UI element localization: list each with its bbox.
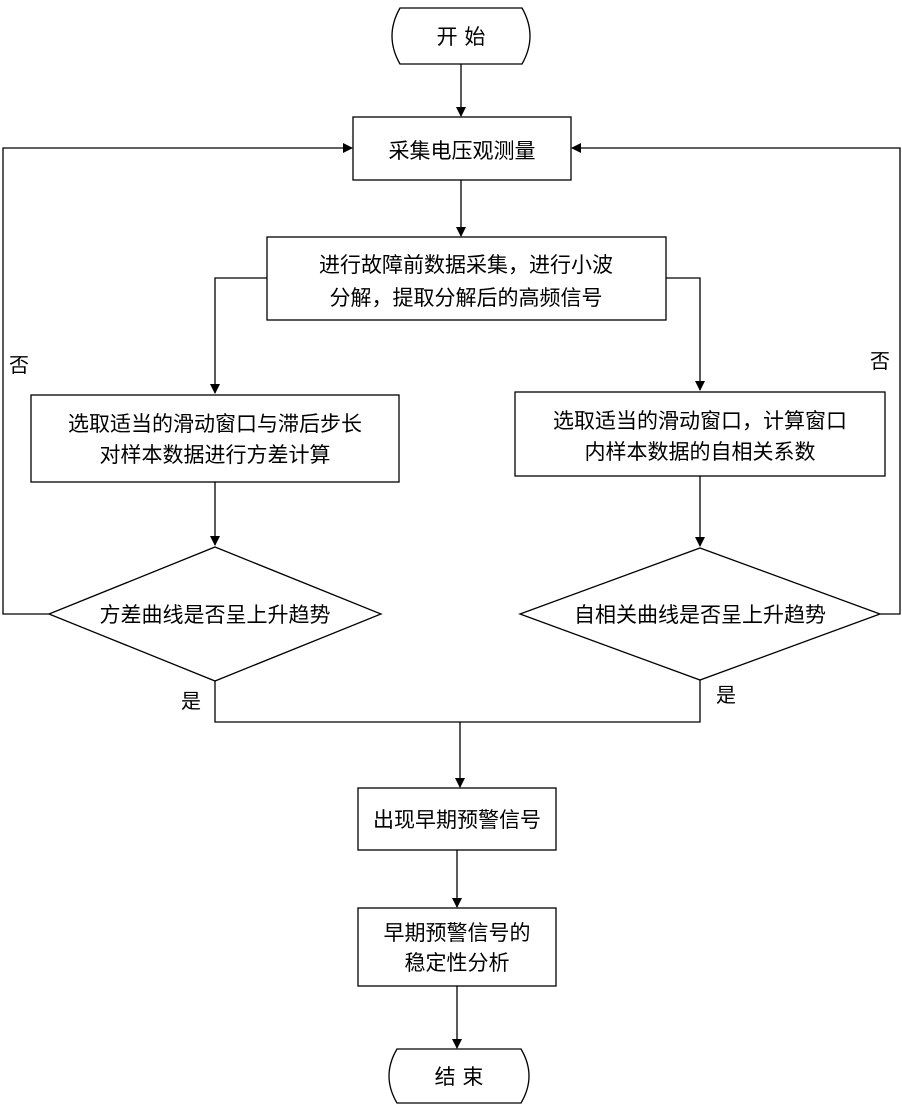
- stability-line-2: 稳定性分析: [405, 951, 510, 975]
- collect-box: 采集电压观测量: [353, 117, 571, 180]
- arrow-wavelet-to-autocorr: [666, 278, 700, 390]
- wavelet-line-1: 进行故障前数据采集，进行小波: [319, 253, 613, 277]
- start-label: 开 始: [437, 25, 486, 49]
- stability-box: 早期预警信号的 稳定性分析: [358, 908, 556, 986]
- warning-box: 出现早期预警信号: [358, 788, 556, 850]
- collect-label: 采集电压观测量: [389, 139, 536, 163]
- autocorr-calc-box: 选取适当的滑动窗口，计算窗口 内样本数据的自相关系数: [515, 392, 885, 476]
- stability-line-1: 早期预警信号的: [384, 921, 531, 945]
- arrow-left-no-loop: [3, 148, 352, 614]
- variance-decision-diamond: 方差曲线是否呈上升趋势: [49, 547, 381, 681]
- autocorr-decision-label: 自相关曲线是否呈上升趋势: [574, 603, 826, 627]
- right-no-label: 否: [870, 349, 890, 373]
- variance-calc-box: 选取适当的滑动窗口与滞后步长 对样本数据进行方差计算: [31, 395, 399, 482]
- autocorr-calc-line-2: 内样本数据的自相关系数: [585, 440, 816, 464]
- autocorr-decision-diamond: 自相关曲线是否呈上升趋势: [520, 548, 880, 680]
- end-terminal: 结 束: [389, 1049, 529, 1103]
- left-yes-label: 是: [181, 689, 201, 713]
- arrow-right-no-loop: [572, 148, 900, 614]
- arrow-wavelet-to-variance: [215, 278, 267, 393]
- start-terminal: 开 始: [392, 8, 530, 64]
- wavelet-box: 进行故障前数据采集，进行小波 分解，提取分解后的高频信号: [267, 237, 666, 320]
- wavelet-line-2: 分解，提取分解后的高频信号: [330, 286, 603, 310]
- warning-label: 出现早期预警信号: [373, 808, 541, 832]
- variance-calc-line-2: 对样本数据进行方差计算: [100, 443, 331, 467]
- left-no-label: 否: [9, 353, 29, 377]
- right-yes-label: 是: [716, 683, 736, 707]
- end-label: 结 束: [435, 1065, 484, 1089]
- variance-calc-line-1: 选取适当的滑动窗口与滞后步长: [68, 412, 362, 436]
- variance-decision-label: 方差曲线是否呈上升趋势: [100, 603, 331, 627]
- line-left-yes: [215, 680, 700, 722]
- autocorr-calc-line-1: 选取适当的滑动窗口，计算窗口: [553, 409, 847, 433]
